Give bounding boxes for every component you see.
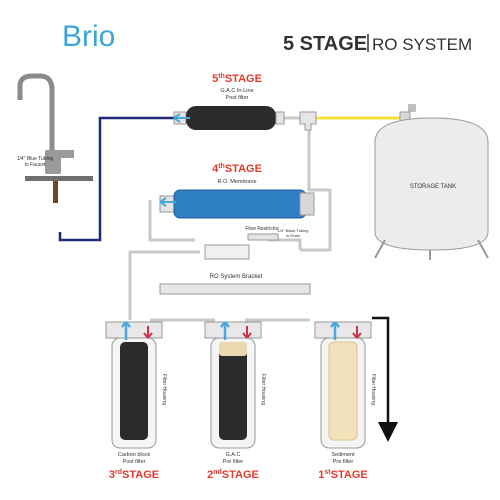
tee-fitting (299, 111, 317, 131)
stage5-inline-filter (173, 106, 285, 130)
housing-label-stage1: Filter Housing (370, 374, 376, 405)
faucet (17, 73, 93, 203)
sediment-filter (328, 341, 358, 441)
flow-restrictor-label: Flow Restrictor (245, 226, 279, 232)
faucet-label-line2: to Faucet (25, 162, 46, 168)
stage1-line2: Pre filter (333, 459, 354, 465)
stage2-out-arrow (220, 321, 230, 340)
stage3-word: STAGE (122, 469, 159, 481)
stage3-title: 3rdSTAGE (109, 469, 159, 481)
stage2-number: 2 (207, 469, 213, 481)
stage3-in-arrow (143, 326, 153, 339)
bracket-label: RO System Bracket (210, 274, 263, 280)
stage1-suffix: st (324, 469, 331, 476)
housing-stage1 (314, 321, 372, 449)
stage1-out-arrow (330, 321, 340, 340)
stage5-title: 5thSTAGE (212, 73, 262, 85)
faucet-label-line1: 1/4" Blue Tubing (17, 156, 54, 162)
faucet-body (45, 150, 61, 174)
stage5-line2: Post filter (226, 95, 249, 101)
stage4-suffix: th (218, 163, 225, 170)
housing-label-stage3: Filter Housing (161, 374, 167, 405)
tank-label: STORAGE TANK (410, 184, 456, 190)
stage4-line1: R.O. Membrane (217, 179, 256, 185)
stage2-word: STAGE (222, 469, 259, 481)
faucet-shank (53, 181, 58, 203)
housing-label-stage2: Filter Housing (260, 374, 266, 405)
connector-fittings (204, 244, 250, 260)
gac-filter (219, 342, 247, 440)
carbon-block-filter (120, 342, 148, 440)
stage1-word: STAGE (331, 469, 368, 481)
blue-tubing (58, 116, 176, 242)
stage2-line1: G.A.C (226, 452, 241, 458)
housing-stage2 (204, 321, 262, 449)
stage5-suffix: th (218, 73, 225, 80)
stage2-suffix: nd (213, 469, 222, 476)
drain-label-line2: to Drain (286, 233, 300, 238)
stage5-number: 5 (212, 73, 218, 85)
stage3-out-arrow (121, 321, 131, 340)
stage4-flow-arrow (159, 197, 176, 207)
faucet-spout (17, 73, 55, 152)
ro-system-bracket (159, 283, 311, 295)
stage2-in-arrow (242, 326, 252, 339)
title-main: 5 STAGE (283, 33, 367, 55)
stage5-line1: G.A.C In-Line (220, 88, 253, 94)
stage3-suffix: rd (115, 469, 122, 476)
stage2-line2: Pre filter (223, 459, 244, 465)
storage-tank (374, 104, 489, 260)
stage5-word: STAGE (225, 73, 262, 85)
stage4-number: 4 (212, 163, 219, 175)
stage3-line1: Carbon block (118, 452, 151, 458)
stage3-line2: Post filter (123, 459, 146, 465)
flow-restrictor (247, 233, 279, 241)
stage3-number: 3 (109, 469, 115, 481)
stage5-flow-arrow (173, 113, 190, 123)
water-inlet-arrow (372, 316, 398, 442)
drain-label-line1: 1/4" Black Tubing (278, 228, 309, 233)
housing-stage3 (105, 321, 163, 449)
title-sub: RO SYSTEM (372, 35, 472, 54)
stage4-title: 4thSTAGE (212, 163, 262, 175)
stage2-title: 2ndSTAGE (207, 469, 259, 481)
stage1-line1: Sediment (331, 452, 355, 458)
brand-logo: Brio (62, 20, 115, 53)
stage4-word: STAGE (225, 163, 262, 175)
stage1-title: 1stSTAGE (318, 469, 367, 481)
stage1-number: 1 (318, 469, 324, 481)
stage4-membrane (159, 189, 315, 219)
stage1-in-arrow (352, 326, 362, 339)
counter-top (25, 176, 93, 181)
grey-tubing (128, 116, 332, 322)
faucet-handle (60, 150, 74, 158)
